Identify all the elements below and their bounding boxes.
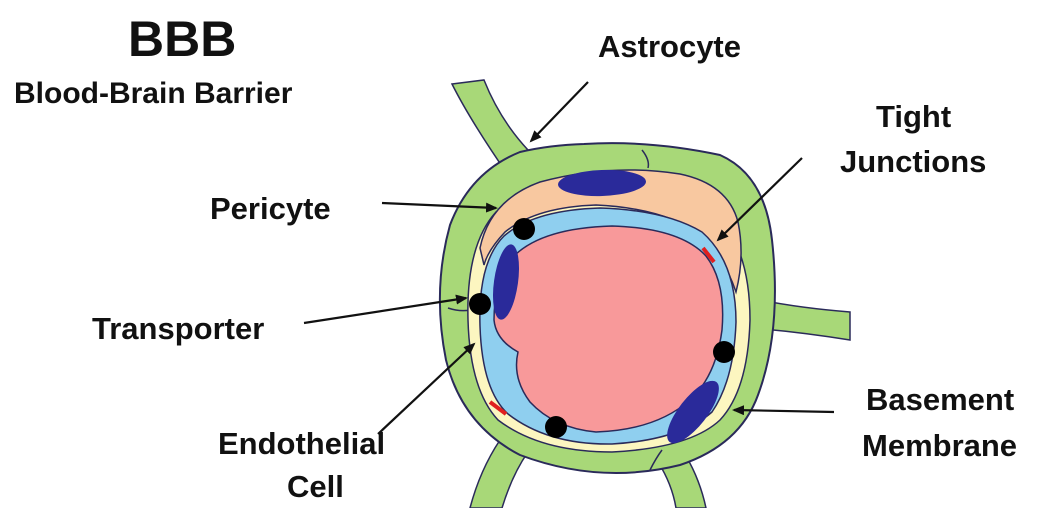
label-astrocyte: Astrocyte [598, 29, 741, 64]
label-junctions: Junctions [840, 144, 986, 179]
label-basement: Basement [866, 382, 1014, 417]
diagram-subtitle: Blood-Brain Barrier [14, 77, 293, 110]
transporter-left [469, 293, 491, 315]
label-tight: Tight [876, 99, 951, 134]
label-endothelial: Endothelial [218, 426, 385, 461]
diagram-title: BBB [128, 11, 236, 67]
transporter-top [513, 218, 535, 240]
label-cell: Cell [287, 469, 344, 504]
transporter-right [713, 341, 735, 363]
label-membrane: Membrane [862, 428, 1017, 463]
label-pericyte: Pericyte [210, 191, 331, 226]
label-transporter: Transporter [92, 311, 264, 346]
arrow-astrocyte [531, 82, 588, 141]
transporter-bottom [545, 416, 567, 438]
